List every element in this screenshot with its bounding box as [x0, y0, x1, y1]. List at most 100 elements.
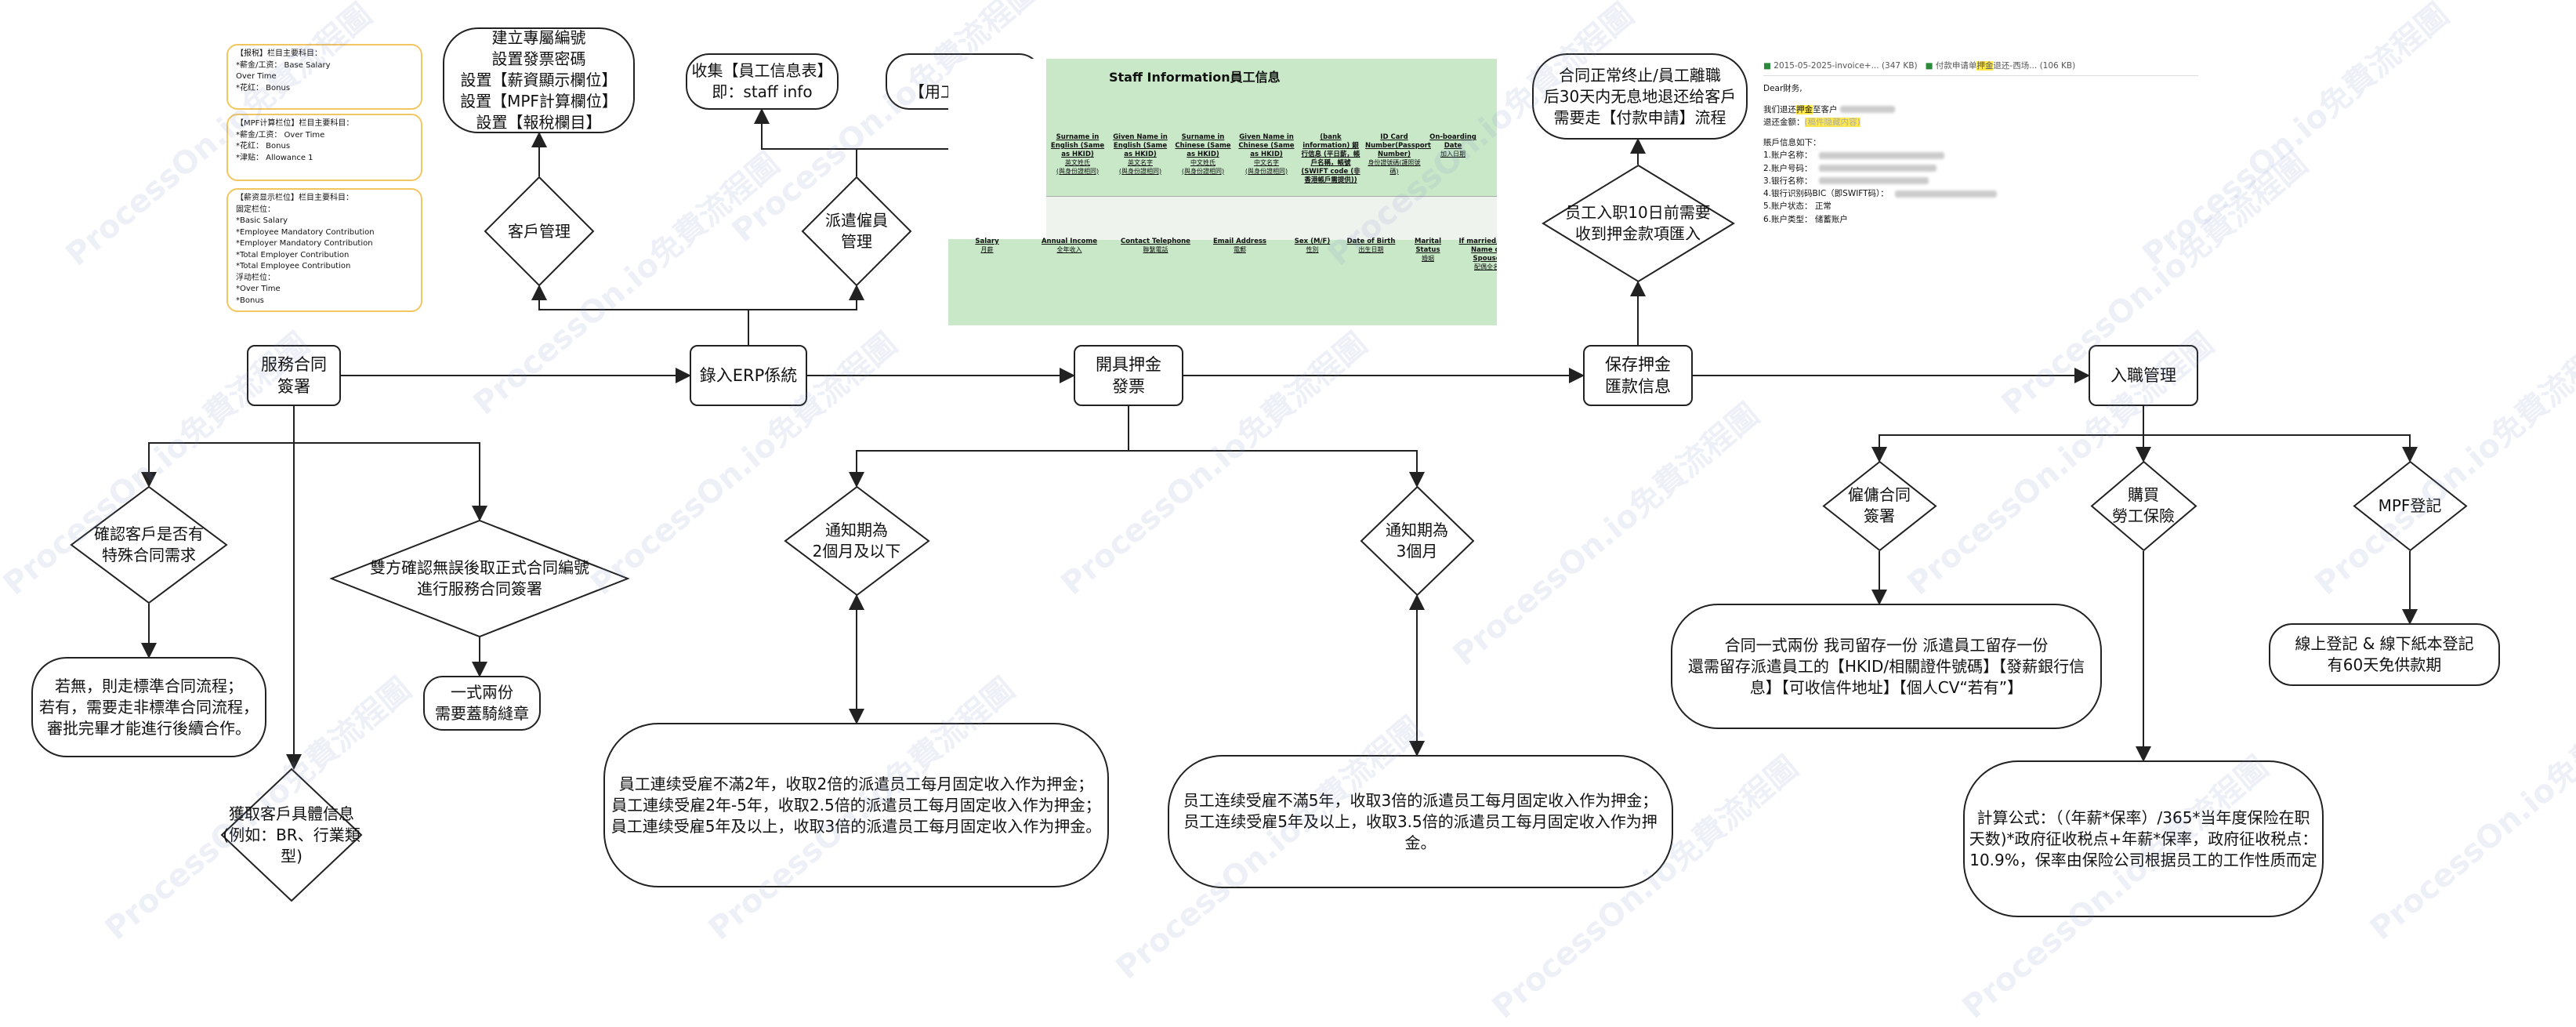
deposit-invoice-node: 開具押金 發票	[1074, 345, 1183, 406]
client-mgmt-label: 客戶管理	[508, 221, 571, 241]
line-1-suffix: 至客户	[1813, 104, 1838, 114]
column-title: Given Name in English (Same as HKID)	[1113, 133, 1168, 159]
email-greeting: Dear財务,	[1763, 84, 1802, 94]
column-title: Given Name in Chinese (Same as HKID)	[1238, 133, 1295, 159]
sheet-column-header: ID Card Number(Passport Number)身份證號碼(護照號…	[1365, 133, 1431, 176]
column-title: (bank information) 銀行信息 (平日薪，帳戶名稱，帳號 (SW…	[1301, 133, 1360, 185]
redacted	[1818, 151, 1944, 159]
column-title: Marital Status	[1414, 238, 1441, 255]
redacted	[1894, 190, 1997, 198]
account-field-label: 1.账户名称：	[1763, 151, 1813, 161]
attachment-1[interactable]: 2015-05-2025-invoice+...	[1773, 61, 1879, 71]
notice-2m-label: 通知期為 2個月及以下	[812, 521, 901, 561]
dispatch-mgmt-label: 派遣僱員 管理	[825, 211, 888, 251]
column-subtitle: 性別	[1306, 246, 1319, 254]
line-1-prefix: 我们退还	[1763, 104, 1796, 114]
sheet-column-header: Surname in English (Same as HKID)英文姓氏 (與…	[1049, 133, 1107, 176]
account-field-label: 6.账户类型： 储蓄账户	[1763, 214, 1848, 224]
notice-3m-decision: 通知期為 3個月	[1360, 485, 1474, 597]
client-settings-screenshot: 【报税】栏目主要科目： *薪金/工资： Base Salary Over Tim…	[223, 39, 431, 314]
connector-line	[1871, 406, 2144, 463]
account-field-label: 2.账户号码：	[1763, 163, 1813, 173]
column-title: Surname in English (Same as HKID)	[1050, 133, 1105, 159]
connector-line	[294, 442, 487, 521]
redacted	[1818, 165, 1937, 172]
column-title: Salary	[975, 238, 999, 245]
attachment-2[interactable]: 付款申请单	[1935, 61, 1977, 71]
account-fields: 1.账户名称： 2.账户号码： 3.银行名称： 4.银行识别码BIC（即SWIFT码）…	[1763, 149, 2198, 226]
notice-2m-decision: 通知期為 2個月及以下	[783, 485, 930, 597]
get-client-info-label: 獲取客戶具體信息 (例如：BR、行業類型)	[223, 804, 360, 866]
column-subtitle: 配偶全名	[1474, 263, 1497, 271]
check-special-decision: 確認客戶是否有 特殊合同需求	[70, 485, 228, 604]
two-copies-node: 一式兩份 需要蓋騎縫章	[423, 676, 541, 731]
connector-line	[849, 406, 1129, 488]
connector-line	[531, 285, 749, 345]
insurance-box-node: 計算公式：（（年薪*保率）/365*当年度保险在职 天数)*政府征收税点+年薪*…	[1963, 760, 2324, 917]
connector-line	[141, 406, 295, 488]
attachment-bar: ■ 2015-05-2025-invoice+... (347 KB) ■ 付款…	[1763, 60, 2198, 77]
column-title: Contact Telephone	[1121, 238, 1190, 245]
notice-3m-box-node: 员工连续受雇不滿5年，收取3倍的派遣员工每月固定收入作为押金； 员工连续受雇5年…	[1168, 755, 1673, 888]
sheet-column-header: Given Name in Chinese (Same as HKID)中文名字…	[1237, 133, 1296, 176]
employ-contract-box-node: 合同一式兩份 我司留存一份 派遣員工留存一份 還需留存派遣員工的【HKID/相關…	[1671, 604, 2102, 729]
column-title: Sex (M/F)	[1294, 238, 1331, 245]
account-title: 賬戶信息如下：	[1763, 138, 1821, 148]
account-field: 5.账户状态： 正常	[1763, 200, 2198, 212]
sheet-column-header: (bank information) 銀行信息 (平日薪，帳戶名稱，帳號 (SW…	[1301, 133, 1360, 185]
column-subtitle: 英文名字 (與身份證相同)	[1118, 159, 1162, 175]
sheet-title: Staff Information員工信息	[1109, 70, 1281, 85]
column-subtitle: 中文名字 (與身份證相同)	[1245, 159, 1288, 175]
account-field: 6.账户类型： 储蓄账户	[1763, 213, 2198, 226]
attachment-2-suffix: 退还-西场...	[1993, 61, 2038, 71]
sheet-bottom-band	[948, 239, 1497, 325]
insurance-decision: 購買 勞工保險	[2089, 460, 2197, 551]
onboarding-node: 入職管理	[2089, 345, 2198, 406]
sheet-column-header: Given Name in English (Same as HKID)英文名字…	[1111, 133, 1169, 176]
settings-panel: 【MPF计算栏位】栏目主要科目： *薪金/工资： Over Time *花红： …	[226, 114, 422, 181]
column-subtitle: 中文姓氏 (與身份證相同)	[1181, 159, 1225, 175]
column-title: On-boarding Date	[1429, 133, 1476, 151]
column-title: Email Address	[1212, 238, 1266, 245]
account-field-label: 5.账户状态： 正常	[1763, 201, 1831, 212]
column-subtitle: 聯繫電話	[1143, 246, 1168, 254]
line-1-highlight: 押金	[1796, 104, 1813, 114]
connector-line	[2143, 434, 2418, 463]
connector-line	[754, 108, 857, 176]
check-special-box-node: 若無，則走標準合同流程； 若有，需要走非標準合同流程， 審批完畢才能進行後續合作…	[31, 657, 266, 757]
column-subtitle: 出生日期	[1358, 246, 1384, 254]
client-mgmt-decision: 客戶管理	[484, 176, 595, 287]
both-confirm-label: 雙方確認無誤後取正式合同編號 進行服務合同簽署	[370, 558, 589, 598]
connector-line	[1129, 450, 1425, 488]
settings-panel: 【报税】栏目主要科目： *薪金/工资： Base Salary Over Tim…	[226, 44, 422, 110]
account-field-label: 3.银行名称：	[1763, 176, 1813, 186]
account-field: 4.银行识别码BIC（即SWIFT码）：	[1763, 187, 2198, 200]
column-subtitle: 月薪	[980, 246, 994, 254]
service-contract-node: 服務合同 簽署	[247, 345, 341, 406]
column-subtitle: 英文姓氏 (與身份證相同)	[1056, 159, 1100, 175]
column-subtitle: 身份證號碼(護照號碼)	[1368, 159, 1421, 175]
column-subtitle: 加入日期	[1440, 151, 1466, 158]
column-title: If married, Full Name of Spouse	[1458, 238, 1497, 263]
client-mgmt-box-node: 建立專屬編號 設置發票密碼 設置【薪資顯示欄位】 設置【MPF計算欄位】 設置【…	[443, 27, 635, 133]
line-2-prefix: 退还金额：	[1763, 117, 1805, 127]
mpf-box-node: 線上登記 & 線下紙本登記 有60天免供款期	[2269, 623, 2500, 686]
column-title: Annual Income	[1041, 238, 1098, 245]
deposit-received-decision: 员工入职10日前需要 收到押金款項匯入	[1541, 164, 1735, 283]
attachment-1-size: (347 KB)	[1881, 61, 1918, 71]
notice-2m-box-node: 員工連续受雇不滿2年，收取2倍的派遣员工每月固定收入作为押金； 員工連续受雇2年…	[603, 723, 1109, 887]
account-field-label: 4.银行识别码BIC（即SWIFT码）：	[1763, 189, 1889, 199]
check-special-label: 確認客戶是否有 特殊合同需求	[94, 524, 204, 564]
payment-request-email-screenshot: ■ 2015-05-2025-invoice+... (347 KB) ■ 付款…	[1755, 55, 2206, 282]
redacted	[1818, 177, 1929, 185]
column-title: Surname in Chinese (Same as HKID)	[1175, 133, 1231, 159]
dispatch-mgmt-decision: 派遣僱員 管理	[801, 176, 912, 287]
column-title: Date of Birth	[1346, 238, 1396, 245]
